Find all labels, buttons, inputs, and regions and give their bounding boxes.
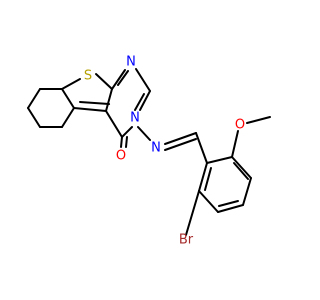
bond xyxy=(121,126,133,138)
bond xyxy=(218,200,239,207)
bond xyxy=(125,136,128,148)
bond xyxy=(231,130,239,158)
bond xyxy=(137,126,151,141)
ether-oxygen-atom-label: O xyxy=(235,118,245,133)
bond xyxy=(185,190,200,236)
bond xyxy=(242,177,252,206)
imine-nitrogen-atom-label: N xyxy=(151,141,161,156)
bond xyxy=(164,138,197,151)
bond xyxy=(120,136,123,148)
bond xyxy=(198,162,208,192)
bond xyxy=(111,69,126,90)
bond xyxy=(206,156,233,164)
bond xyxy=(195,132,208,164)
bond xyxy=(134,93,145,111)
carbonyl-oxygen-atom-label: O xyxy=(116,149,126,164)
bonds xyxy=(27,68,271,236)
bond xyxy=(105,110,123,138)
bond xyxy=(79,101,110,105)
bond xyxy=(27,88,41,109)
bond xyxy=(61,88,75,109)
molecule-structure: S N N N O O Br xyxy=(27,55,271,248)
bond xyxy=(217,204,244,213)
bond xyxy=(27,107,41,128)
bond xyxy=(198,190,219,213)
ring-nitrogen-3-atom-label: N xyxy=(130,111,140,126)
bond xyxy=(117,70,129,86)
bond xyxy=(164,132,197,145)
bond xyxy=(61,78,81,90)
bond xyxy=(204,167,212,191)
atom-labels: S N N N O O Br xyxy=(84,55,245,248)
ring-nitrogen-atom-label: N xyxy=(126,55,136,70)
bond xyxy=(246,116,271,124)
bromine-atom-label: Br xyxy=(179,233,194,248)
bond xyxy=(135,68,151,92)
bond xyxy=(231,156,252,179)
bond xyxy=(233,162,249,180)
sulfur-atom-label: S xyxy=(84,69,92,84)
bond xyxy=(95,73,113,90)
bond xyxy=(105,88,113,112)
bond xyxy=(139,90,151,111)
bond xyxy=(73,107,107,112)
bond xyxy=(61,107,75,128)
